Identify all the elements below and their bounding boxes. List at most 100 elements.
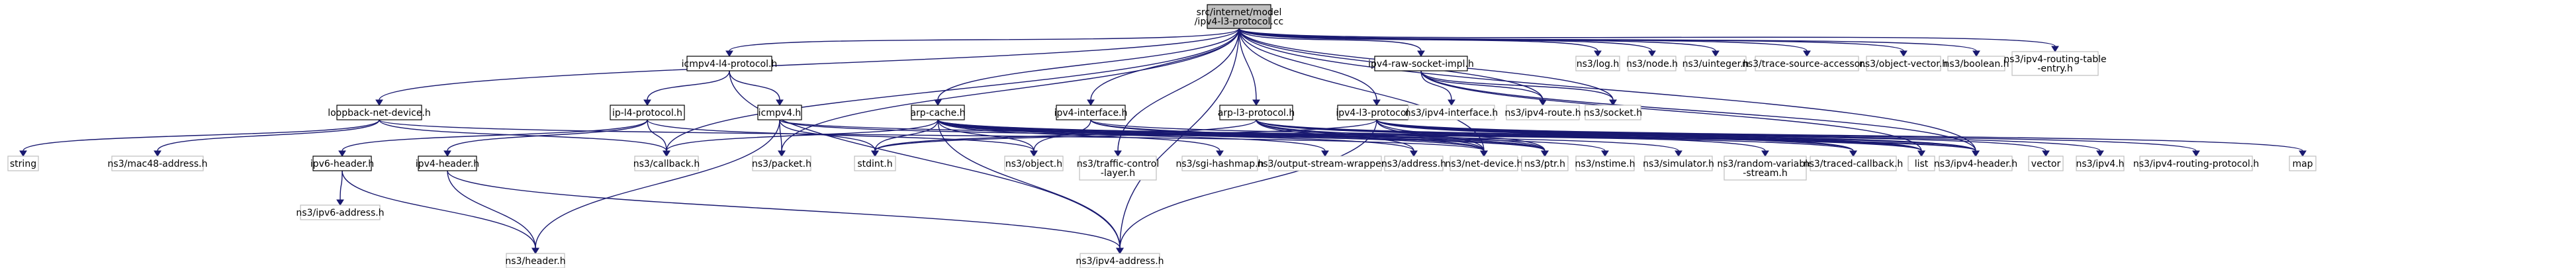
- edge-ipv4hdr-to-nsipv4addr: [447, 170, 1121, 249]
- node-ipv6hdr[interactable]: ipv6-header.h: [310, 156, 374, 171]
- node-box: [634, 156, 699, 171]
- arrowhead-arpcache-to-nssim: [1675, 150, 1682, 157]
- arrowhead-loopback-to-nsmac48: [154, 150, 161, 157]
- node-label: arp-cache.h: [910, 108, 965, 118]
- node-icmpv4l4[interactable]: icmpv4-l4-protocol.h: [682, 56, 778, 71]
- node-box: [1207, 4, 1271, 29]
- node-nsheader: ns3/header.h: [505, 253, 566, 268]
- arrowhead-root-to-nstcl: [1114, 150, 1122, 157]
- node-label: stdint.h: [857, 159, 892, 169]
- edge-layer: [19, 28, 2307, 254]
- node-label: ns3/nstime.h: [1575, 159, 1635, 169]
- node-root[interactable]: src/internet/model/ipv4-l3-protocol.cc: [1195, 4, 1284, 29]
- node-label: -layer.h: [1101, 168, 1135, 179]
- edge-icmpv4l4-to-icmpv4: [729, 70, 780, 101]
- node-list: list: [1908, 156, 1935, 171]
- arrowhead-ipv6hdr-to-nsipv6addr: [336, 199, 344, 206]
- node-label: ns3/random-variable: [1717, 159, 1813, 169]
- node-box: [1644, 156, 1713, 171]
- node-label: ns3/output-stream-wrapper.h: [1257, 159, 1393, 169]
- node-label: ns3/object.h: [1005, 159, 1062, 169]
- node-box: [1724, 156, 1807, 181]
- edge-loopback-to-nsnetdev: [379, 119, 1485, 152]
- edge-arpl3-to-nsrandom: [1256, 119, 1766, 152]
- edge-arpl3-to-nsaddress: [1256, 119, 1414, 152]
- node-ipv4hdr[interactable]: ipv4-header.h: [416, 156, 479, 171]
- node-label: ns3/sgi-hashmap.h: [1176, 159, 1264, 169]
- node-box: [312, 156, 372, 171]
- node-nsboolean: ns3/boolean.h: [1943, 56, 2009, 71]
- edge-ipv4hdr-to-nsheader: [447, 170, 536, 249]
- node-label: ns3/log.h: [1577, 59, 1619, 69]
- edge-ipl4-to-nscallback: [647, 119, 667, 152]
- arrowhead-ipl4-to-ipv6hdr: [338, 150, 346, 157]
- arrowhead-arpcache-to-nsnstime: [1601, 150, 1609, 157]
- arrowhead-ipl4-to-ipv4hdr: [443, 150, 451, 157]
- arrowhead-ipv4l3h-to-nsipv4hdr: [1972, 150, 1980, 157]
- arrowhead-root-to-nslog: [1594, 50, 1602, 57]
- node-nsobjvec: ns3/object-vector.h: [1859, 56, 1948, 71]
- node-label: ns3/uinteger.h: [1682, 59, 1749, 69]
- node-box: [610, 105, 685, 120]
- node-box: [854, 156, 896, 171]
- node-ipv4iface[interactable]: ipv4-interface.h: [1054, 105, 1128, 120]
- arrowhead-root-to-nsboolean: [1972, 50, 1980, 57]
- edge-arpcache-to-nscallback: [666, 119, 939, 152]
- node-box: [1408, 105, 1495, 120]
- node-nssocket: ns3/socket.h: [1584, 105, 1642, 120]
- arrowhead-ipv4l3h-to-nsptr: [1541, 150, 1549, 157]
- arrowhead-root-to-icmpv4l4: [725, 50, 733, 57]
- arrowhead-ipv4l3h-to-nsipv4rp: [2192, 150, 2200, 157]
- node-label: ns3/object-vector.h: [1859, 59, 1948, 69]
- node-box: [1575, 156, 1635, 171]
- arrowhead-root-to-arpcache: [934, 99, 942, 106]
- node-nsipv4addr: ns3/ipv4-address.h: [1076, 253, 1164, 268]
- node-box: [1056, 105, 1126, 120]
- node-arpl3[interactable]: arp-l3-protocol.h: [1218, 105, 1295, 120]
- arrowhead-arpcache-to-nscallback: [663, 150, 670, 157]
- node-box: [1506, 105, 1580, 120]
- node-label: ns3/ipv4-route.h: [1504, 108, 1581, 118]
- node-label: ipv4-l3-protocol.h: [1336, 108, 1417, 118]
- arrowhead-arpl3-to-nsrandom: [1761, 150, 1769, 157]
- edge-arpl3-to-nsnetdev: [1256, 119, 1485, 152]
- edge-root-to-ipv4l3h: [1238, 28, 1377, 101]
- node-label: ip-l4-protocol.h: [612, 108, 682, 118]
- node-loopback[interactable]: loopback-net-device.h: [328, 105, 431, 120]
- node-box: [2076, 156, 2125, 171]
- edge-root-to-nscallback: [666, 28, 1240, 152]
- node-box: [1004, 156, 1064, 171]
- node-box: [1080, 253, 1160, 268]
- edge-loopback-to-nscallback: [379, 119, 667, 152]
- node-box: [686, 56, 772, 71]
- edge-icmpv4-to-stdint: [779, 119, 876, 152]
- edge-arpcache-to-nsipv4addr: [937, 119, 1121, 249]
- arrowhead-root-to-ipv4raw: [1417, 50, 1425, 57]
- node-nspacket: ns3/packet.h: [752, 156, 811, 171]
- node-box: [1449, 156, 1518, 171]
- node-box: [2289, 156, 2317, 171]
- node-label: ns3/ipv4.h: [2076, 159, 2124, 169]
- edge-ipv4l3h-to-nsipv4: [1376, 119, 2101, 152]
- node-label: string: [10, 159, 36, 169]
- node-nsipv4: ns3/ipv4.h: [2076, 156, 2125, 171]
- arrowhead-arpl3-to-nsaddress: [1410, 150, 1418, 157]
- edge-ipl4-to-ipv6hdr: [342, 119, 648, 152]
- node-arpcache[interactable]: arp-cache.h: [910, 105, 966, 120]
- node-label: -entry.h: [2037, 64, 2072, 74]
- node-ipv4l3h[interactable]: ipv4-l3-protocol.h: [1336, 105, 1418, 120]
- node-ipv4raw[interactable]: ipv4-raw-socket-impl.h: [1368, 56, 1474, 71]
- edge-ipv4iface-to-nsnetdev: [1090, 119, 1485, 152]
- edge-root-to-loopback: [379, 28, 1240, 101]
- node-label: ipv4-raw-socket-impl.h: [1368, 59, 1474, 69]
- edge-root-to-nsroutetable: [1238, 28, 2056, 47]
- edge-ipv4l3h-to-nsptr: [1376, 119, 1545, 152]
- node-label: ns3/ipv4-header.h: [1934, 159, 2017, 169]
- edge-arpl3-to-stdint: [874, 119, 1257, 152]
- node-nsmac48: ns3/mac48-address.h: [108, 156, 207, 171]
- arrowhead-icmpv4l4-to-icmpv4: [776, 99, 784, 106]
- node-icmpv4[interactable]: icmpv4.h: [757, 105, 802, 120]
- arrowhead-root-to-arpl3: [1252, 99, 1260, 106]
- node-ipl4[interactable]: ip-l4-protocol.h: [610, 105, 685, 120]
